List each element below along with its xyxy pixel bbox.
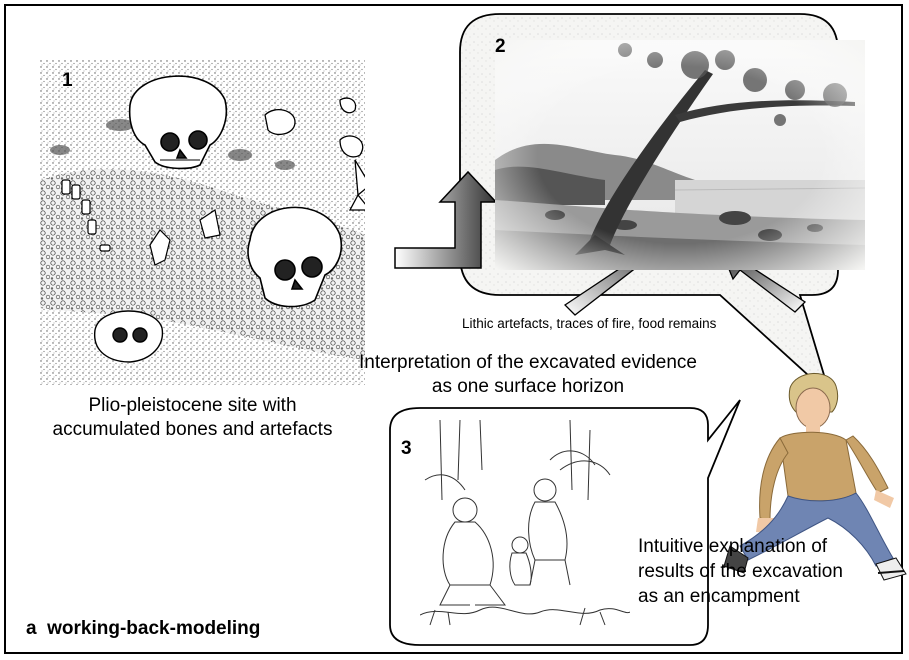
explanation-line-2: results of the excavation [638, 559, 843, 584]
figure-label-text: working-back-modeling [47, 618, 260, 639]
panel-2-number: 2 [495, 36, 506, 58]
hominin-group-sketch [420, 420, 630, 630]
panel-1-caption-line-1: Plio-pleistocene site with [30, 394, 355, 418]
explanation-line-3: as an encampment [638, 584, 800, 609]
figure-label-letter: a [26, 618, 37, 639]
interpretation-line-2: as one surface horizon [328, 375, 728, 399]
landscape-photo-illustration [495, 40, 865, 270]
interpretation-line-1: Interpretation of the excavated evidence [328, 351, 728, 375]
arrow-panel1-to-panel2 [395, 172, 496, 268]
panel-3-number: 3 [401, 438, 412, 460]
panel-1-caption-line-2: accumulated bones and artefacts [30, 418, 355, 442]
explanation-line-1: Intuitive explanation of [638, 534, 827, 559]
figure-label: a working-back-modeling [26, 618, 260, 640]
evidence-label: Lithic artefacts, traces of fire, food r… [462, 316, 837, 331]
